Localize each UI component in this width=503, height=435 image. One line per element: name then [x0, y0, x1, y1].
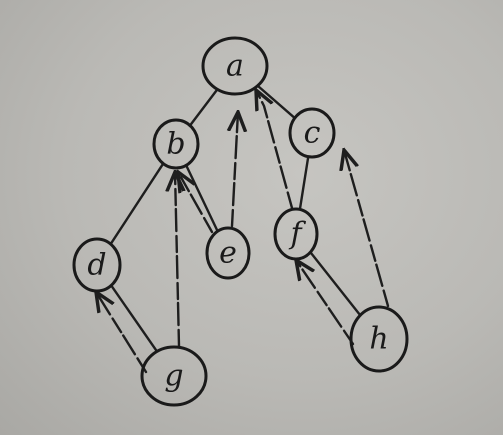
node-label-c: c [304, 116, 321, 151]
node-label-a: a [226, 49, 244, 84]
node-circle-f [273, 207, 319, 261]
pointer-edge-e-a [232, 112, 238, 228]
node-label-h: h [369, 322, 388, 357]
node-circle-a [201, 36, 269, 96]
node-label-b: b [166, 127, 185, 162]
tree-edge-d-g [109, 284, 159, 353]
pointer-edge-g-b [175, 172, 179, 348]
tree-edge-b-d [109, 162, 165, 246]
pointer-edge-h-c [344, 150, 390, 308]
node-g: g [140, 345, 208, 407]
node-f: f [273, 207, 319, 261]
node-e: e [205, 226, 251, 280]
node-h: h [349, 305, 409, 373]
node-label-f: f [288, 217, 306, 252]
node-circle-d [72, 237, 122, 293]
node-circle-b [152, 118, 200, 170]
node-label-g: g [164, 359, 183, 394]
node-circle-g [140, 345, 208, 407]
node-circle-h [349, 305, 409, 373]
node-b: b [152, 118, 200, 170]
tree-edge-a-b [188, 88, 219, 127]
pointer-edge-f-a [256, 90, 294, 210]
edges-layer [96, 84, 390, 374]
node-a: a [201, 36, 269, 96]
pointer-edge-g-d [96, 292, 148, 374]
node-d: d [72, 237, 122, 293]
node-circle-c [288, 107, 336, 159]
nodes-layer: a b c d e f g h [72, 36, 409, 407]
tree-edge-b-e [184, 164, 219, 233]
node-label-d: d [87, 248, 106, 283]
tree-edge-c-f [298, 155, 310, 211]
node-circle-e [205, 226, 251, 280]
node-c: c [288, 107, 336, 159]
node-label-e: e [219, 236, 237, 271]
tree-edge-f-h [309, 251, 362, 317]
pointer-edge-e-b [178, 172, 214, 234]
pointer-edge-h-f [296, 260, 355, 346]
